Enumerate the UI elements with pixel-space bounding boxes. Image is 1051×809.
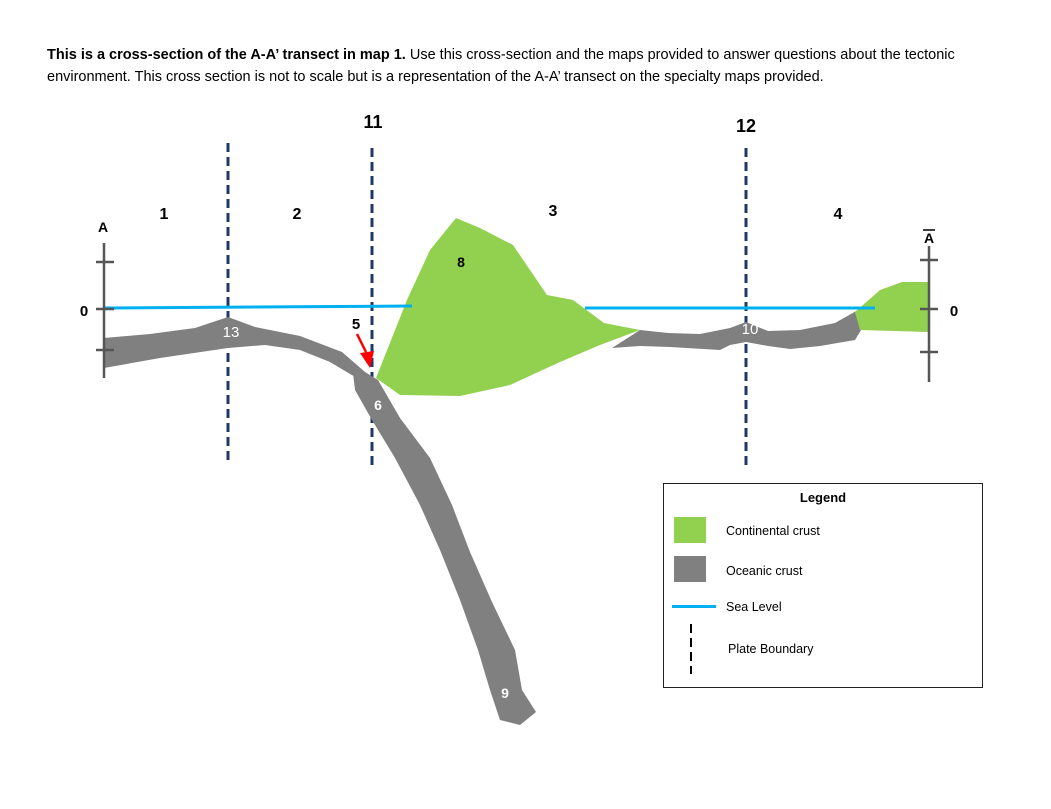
continental-crust-right [855,282,928,332]
label-zero-left: 0 [80,303,88,320]
oceanic-crust-right [612,310,872,350]
legend-label-oceanic: Oceanic crust [726,564,803,578]
label-12: 12 [736,116,756,136]
legend-row-sea-level: Sea Level [664,594,982,624]
red-arrow-shaft [355,333,368,353]
continental-crust-central [376,218,640,396]
label-13: 13 [223,324,240,341]
legend-row-plate-boundary: Plate Boundary [664,622,982,678]
label-10: 10 [742,321,759,338]
sea-level-left [103,304,413,310]
label-8: 8 [457,254,465,270]
continental-crust-swatch [674,517,706,543]
intro-text: Use this cross-section and the maps prov… [47,47,955,85]
legend-label-sea-level: Sea Level [726,600,782,614]
intro-bold-text: This is a cross-section of the A-A’ tran… [47,47,406,63]
label-a-right: A [924,230,934,246]
legend-row-oceanic: Oceanic crust [664,556,982,586]
intro-paragraph: This is a cross-section of the A-A’ tran… [47,44,1007,88]
label-4: 4 [834,206,843,223]
label-a-left: A [98,219,108,235]
label-6: 6 [374,397,382,413]
legend-row-continental: Continental crust [664,517,982,547]
label-2: 2 [293,206,302,223]
oceanic-crust-left [104,317,378,386]
legend-label-continental: Continental crust [726,524,820,538]
label-11: 11 [363,112,382,132]
plate-boundary-swatch [690,624,692,674]
legend-title: Legend [799,490,847,505]
label-zero-right: 0 [950,303,958,320]
legend-label-plate-boundary: Plate Boundary [728,642,814,656]
red-arrow-head [360,351,374,368]
label-5: 5 [352,316,360,333]
subducting-slab [352,365,536,725]
oceanic-crust-swatch [674,556,706,582]
legend-box: Legend Continental crust Oceanic crust S… [663,483,983,688]
sea-level-swatch [672,605,716,608]
label-9: 9 [501,685,509,701]
label-1: 1 [160,206,169,223]
label-3: 3 [549,203,558,220]
